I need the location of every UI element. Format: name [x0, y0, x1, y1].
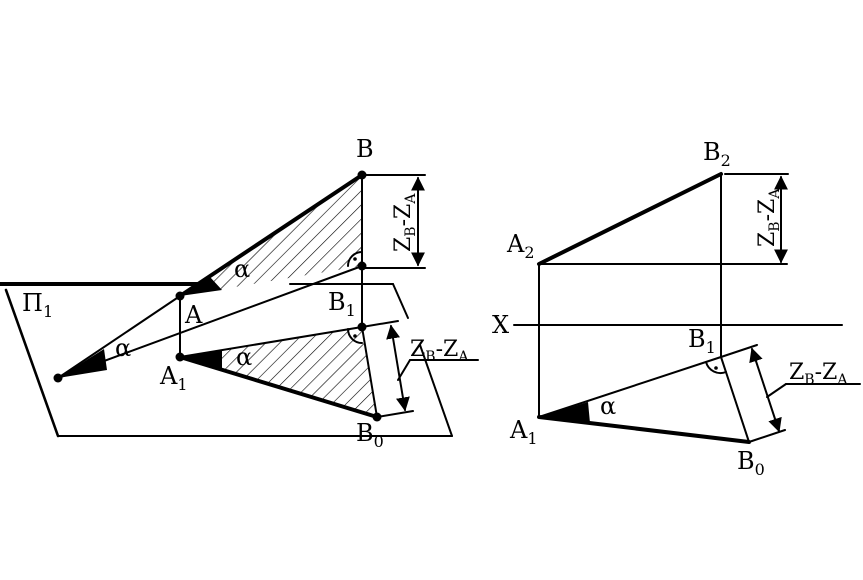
- svg-text:ZB-ZA: ZB-ZA: [391, 193, 419, 252]
- dimension-lower-left: ZB-ZA: [361, 320, 479, 418]
- line-a1-b0: [178, 355, 379, 419]
- dimension-upper-left: ZB-ZA: [361, 174, 426, 269]
- label-point-b2: B2: [703, 138, 731, 170]
- label-point-b0-right: B0: [737, 447, 765, 479]
- label-point-a1-right: A1: [509, 416, 538, 448]
- right-drawing: ZB-ZA ZB-ZA B2 A2 X B1 A1 B0 α: [492, 138, 861, 479]
- label-point-b: B: [356, 135, 374, 163]
- label-plane-p1: Π1: [22, 289, 53, 321]
- svg-text:ZB-ZA: ZB-ZA: [755, 188, 783, 247]
- label-point-b1-right: B1: [688, 325, 716, 357]
- svg-text:ZB-ZA: ZB-ZA: [410, 337, 469, 365]
- line-a1-b0-right: [537, 415, 751, 444]
- dimension-lower-right: ZB-ZA: [720, 344, 861, 443]
- line-vertex-a: [57, 295, 181, 379]
- label-point-a2: A2: [506, 230, 535, 262]
- right-angle-mark-b1-lower: [347, 328, 363, 344]
- label-point-b0: B0: [356, 419, 384, 451]
- label-point-b1: B1: [328, 288, 356, 320]
- label-axis-x: X: [492, 311, 509, 339]
- label-point-a: A: [184, 301, 203, 329]
- line-a2-b2: [537, 172, 723, 266]
- line-b1-b0: [361, 326, 378, 418]
- left-drawing: ZB-ZA ZB-ZA B A B1 A1 B0 Π1 α α α: [0, 135, 479, 451]
- svg-text:ZB-ZA: ZB-ZA: [789, 360, 848, 388]
- label-angle-right: α: [600, 392, 616, 420]
- right-angle-mark-b1: [347, 251, 363, 267]
- label-angle-a1: α: [236, 343, 252, 371]
- line-b1-b0-right: [720, 356, 750, 443]
- label-angle-vertex: α: [115, 334, 131, 362]
- line-vertex-b1: [57, 265, 363, 379]
- line-vertex-b: [178, 173, 364, 298]
- label-angle-a: α: [234, 255, 250, 283]
- line-a1-b1-right: [538, 356, 722, 418]
- line-a1-b1: [179, 326, 363, 358]
- label-point-a1: A1: [159, 362, 188, 394]
- dimension-upper-right: ZB-ZA: [724, 173, 789, 264]
